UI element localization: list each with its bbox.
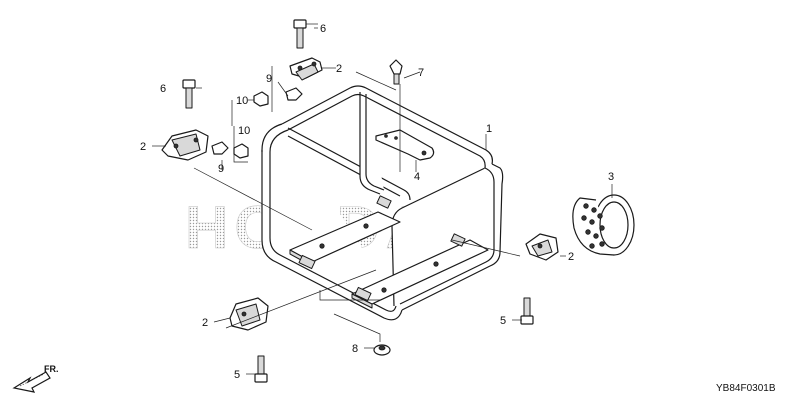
callout-10-top: 10 [236,95,248,107]
callout-2-right: 2 [568,251,574,263]
callout-5-bottom: 5 [234,369,240,381]
mount-rubber-right [525,233,559,261]
flange-bolt-left [182,79,196,109]
flange-bolt-right [520,297,534,325]
mount-rubber-bottom [229,297,269,331]
nut-left [211,141,229,155]
callout-2-top: 2 [336,63,342,75]
flange-nut-mid [233,143,249,159]
flange-bolt-bottom [254,355,268,383]
front-direction-label: FR. [44,364,59,374]
callout-4: 4 [414,171,420,183]
callout-1: 1 [486,123,492,135]
wing-bolt [389,59,403,85]
mount-rubber-top [289,57,323,81]
callout-5-right: 5 [500,315,506,327]
diagram-code: YB84F0301B [716,383,776,394]
callout-9-top: 9 [266,73,272,85]
pipe-frame [261,85,504,321]
flange-nut-top [253,91,269,107]
callout-2-bottom: 2 [202,317,208,329]
strainer [572,194,635,256]
nut-top [285,87,303,101]
callout-10-mid: 10 [238,125,250,137]
washer-bottom [373,344,391,356]
mount-rubber-left [161,129,209,161]
callout-6-top: 6 [320,23,326,35]
callout-8: 8 [352,343,358,355]
callout-6-left: 6 [160,83,166,95]
callout-7: 7 [418,67,424,79]
callout-2-left: 2 [140,141,146,153]
front-direction-arrow: FR. [12,364,59,393]
callout-9-left: 9 [218,163,224,175]
leader-lines [152,23,613,375]
callout-3: 3 [608,171,614,183]
flange-bolt-top [293,19,307,49]
